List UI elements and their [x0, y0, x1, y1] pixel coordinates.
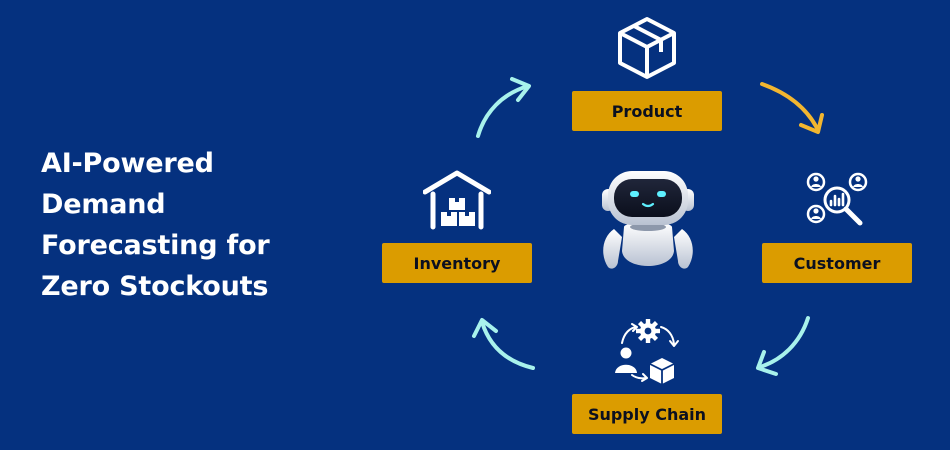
robot-icon: [596, 167, 700, 275]
arrow-customer-to-supply: [756, 316, 810, 376]
headline: AI-Powered Demand Forecasting for Zero S…: [41, 143, 321, 307]
headline-line-4: Zero Stockouts: [41, 271, 269, 302]
headline-line-1: AI-Powered: [41, 148, 214, 179]
arrow-inventory-to-product: [476, 77, 531, 138]
node-inventory: Inventory: [382, 243, 532, 283]
arrow-product-to-customer: [760, 82, 824, 134]
customer-analytics-icon: [806, 170, 868, 230]
node-product: Product: [572, 91, 722, 131]
gear-icon: [636, 319, 660, 343]
headline-line-3: Forecasting for: [41, 230, 270, 261]
package-box-icon: [614, 15, 680, 81]
headline-line-2: Demand: [41, 189, 166, 220]
arrow-supply-to-inventory: [472, 318, 535, 370]
supply-chain-icon: [612, 318, 684, 384]
node-supply-chain: Supply Chain: [572, 394, 722, 434]
warehouse-icon: [423, 170, 491, 230]
node-customer: Customer: [762, 243, 912, 283]
